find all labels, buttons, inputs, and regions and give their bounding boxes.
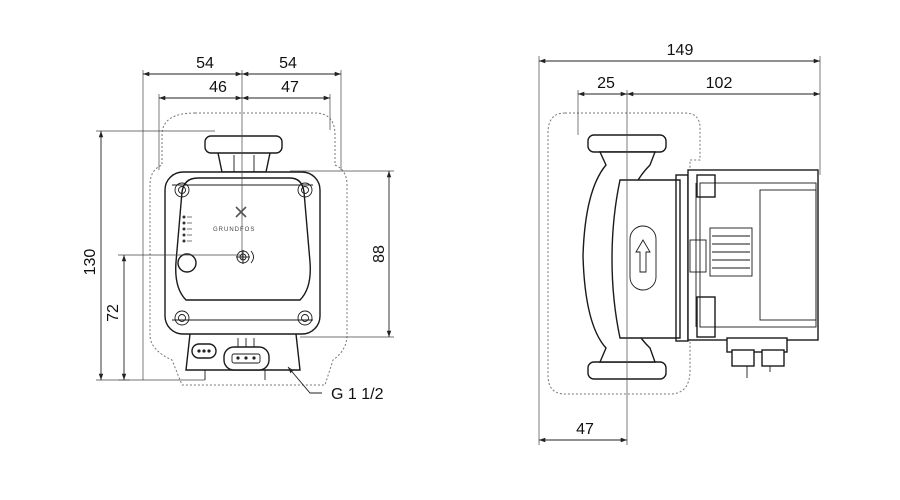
brand-logo-icon bbox=[235, 206, 247, 218]
dim-label-88: 88 bbox=[371, 245, 388, 263]
selector-button bbox=[177, 253, 197, 273]
dim-label-130: 130 bbox=[82, 249, 99, 276]
dim-label-47-side: 47 bbox=[576, 421, 594, 438]
side-terminal-bottom bbox=[696, 296, 716, 338]
center-mark-icon bbox=[236, 250, 254, 264]
dim-label-54-left: 54 bbox=[196, 55, 214, 72]
side-terminal-top bbox=[696, 174, 716, 198]
thread-leader bbox=[287, 366, 322, 394]
side-view: 149 25 102 47 bbox=[538, 42, 821, 445]
dim-label-72: 72 bbox=[105, 304, 122, 322]
front-bolts bbox=[174, 182, 313, 326]
dim-label-149: 149 bbox=[667, 42, 694, 59]
side-cable-connector bbox=[726, 337, 788, 378]
front-neck bbox=[217, 152, 271, 173]
thread-label: G 1 1/2 bbox=[331, 386, 384, 403]
dim-label-102: 102 bbox=[706, 75, 733, 92]
dim-label-54-right: 54 bbox=[279, 55, 297, 72]
side-cooling-fins bbox=[712, 235, 750, 269]
side-electronics-box bbox=[687, 169, 819, 341]
front-top-flange bbox=[204, 135, 283, 154]
indicator-leds bbox=[182, 215, 192, 243]
dim-label-47: 47 bbox=[281, 79, 299, 96]
front-control-box bbox=[164, 171, 321, 335]
side-envelope bbox=[547, 112, 701, 395]
dim-label-25: 25 bbox=[597, 75, 615, 92]
dim-label-46: 46 bbox=[209, 79, 227, 96]
flow-arrow-icon bbox=[629, 225, 657, 291]
front-view: GRUNDFOS bbox=[82, 55, 394, 403]
brand-text: GRUNDFOS bbox=[213, 227, 255, 233]
